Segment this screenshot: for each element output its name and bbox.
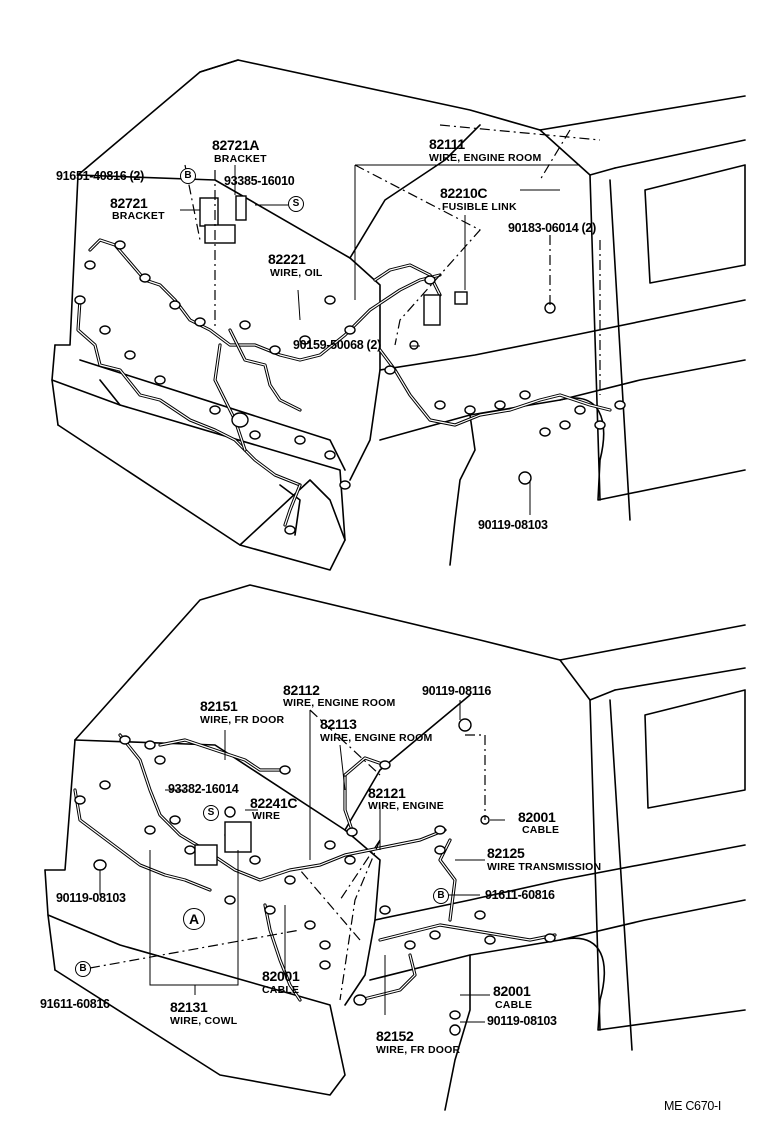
part-description: WIRE, FR DOOR [376, 1044, 461, 1056]
part-number: 82121 [368, 785, 406, 801]
part-number: 82001 [493, 983, 531, 999]
part-description: WIRE, ENGINE ROOM [283, 697, 396, 709]
part-number: 82210C [440, 185, 488, 201]
symbol-s: S [288, 196, 304, 212]
part-description: WIRE [252, 810, 281, 822]
part-number: 90119-08116 [422, 684, 492, 698]
part-description: WIRE, FR DOOR [200, 714, 285, 726]
part-number: 91611-60816 [485, 888, 555, 902]
part-number: 82125 [487, 845, 525, 861]
part-number: 90183-06014 (2) [508, 221, 596, 235]
part-number: 93382-16014 [168, 782, 239, 796]
part-number: 93385-16010 [224, 174, 295, 188]
part-description: WIRE TRANSMISSION [487, 861, 602, 873]
part-description: CABLE [522, 824, 560, 836]
part-description: WIRE, OIL [270, 267, 323, 279]
symbol-b: B [75, 961, 91, 977]
part-number: 82001 [518, 809, 556, 825]
part-number: 91651-40816 (2) [56, 169, 144, 183]
part-number: 90159-50068 (2) [293, 338, 381, 352]
part-number: 90119-08103 [478, 518, 548, 532]
part-number: 91611-60816 [40, 997, 110, 1011]
symbol-a: A [183, 908, 205, 930]
part-number: 82151 [200, 698, 238, 714]
bottom-harness [73, 718, 557, 1036]
symbol-s: S [203, 805, 219, 821]
part-number: 82111 [429, 136, 465, 152]
part-description: BRACKET [112, 210, 165, 222]
top-harness [74, 195, 626, 535]
part-number: 82152 [376, 1028, 414, 1044]
part-number: 90119-08103 [487, 1014, 557, 1028]
part-description: CABLE [495, 999, 533, 1011]
part-number: 82221 [268, 251, 306, 267]
top-leaders [180, 124, 601, 515]
part-description: BRACKET [214, 153, 267, 165]
part-number: 82241C [250, 795, 298, 811]
symbol-b: B [433, 888, 449, 904]
part-number: 90119-08103 [56, 891, 126, 905]
bottom-vehicle-body [44, 584, 746, 1111]
part-number: 82113 [320, 716, 357, 732]
part-description: FUSIBLE LINK [442, 201, 517, 213]
part-number: 82721 [110, 195, 148, 211]
symbol-b: B [180, 168, 196, 184]
part-number: 82112 [283, 682, 320, 698]
part-number: 82131 [170, 999, 208, 1015]
part-description: WIRE, ENGINE [368, 800, 444, 812]
diagram-code: ME C670-I [664, 1099, 722, 1113]
top-vehicle-body [51, 59, 746, 571]
part-description: WIRE, ENGINE ROOM [320, 732, 433, 744]
part-description: CABLE [262, 984, 300, 996]
part-description: WIRE, ENGINE ROOM [429, 152, 542, 164]
part-number: 82721A [212, 137, 260, 153]
part-description: WIRE, COWL [170, 1015, 238, 1027]
part-number: 82001 [262, 968, 300, 984]
